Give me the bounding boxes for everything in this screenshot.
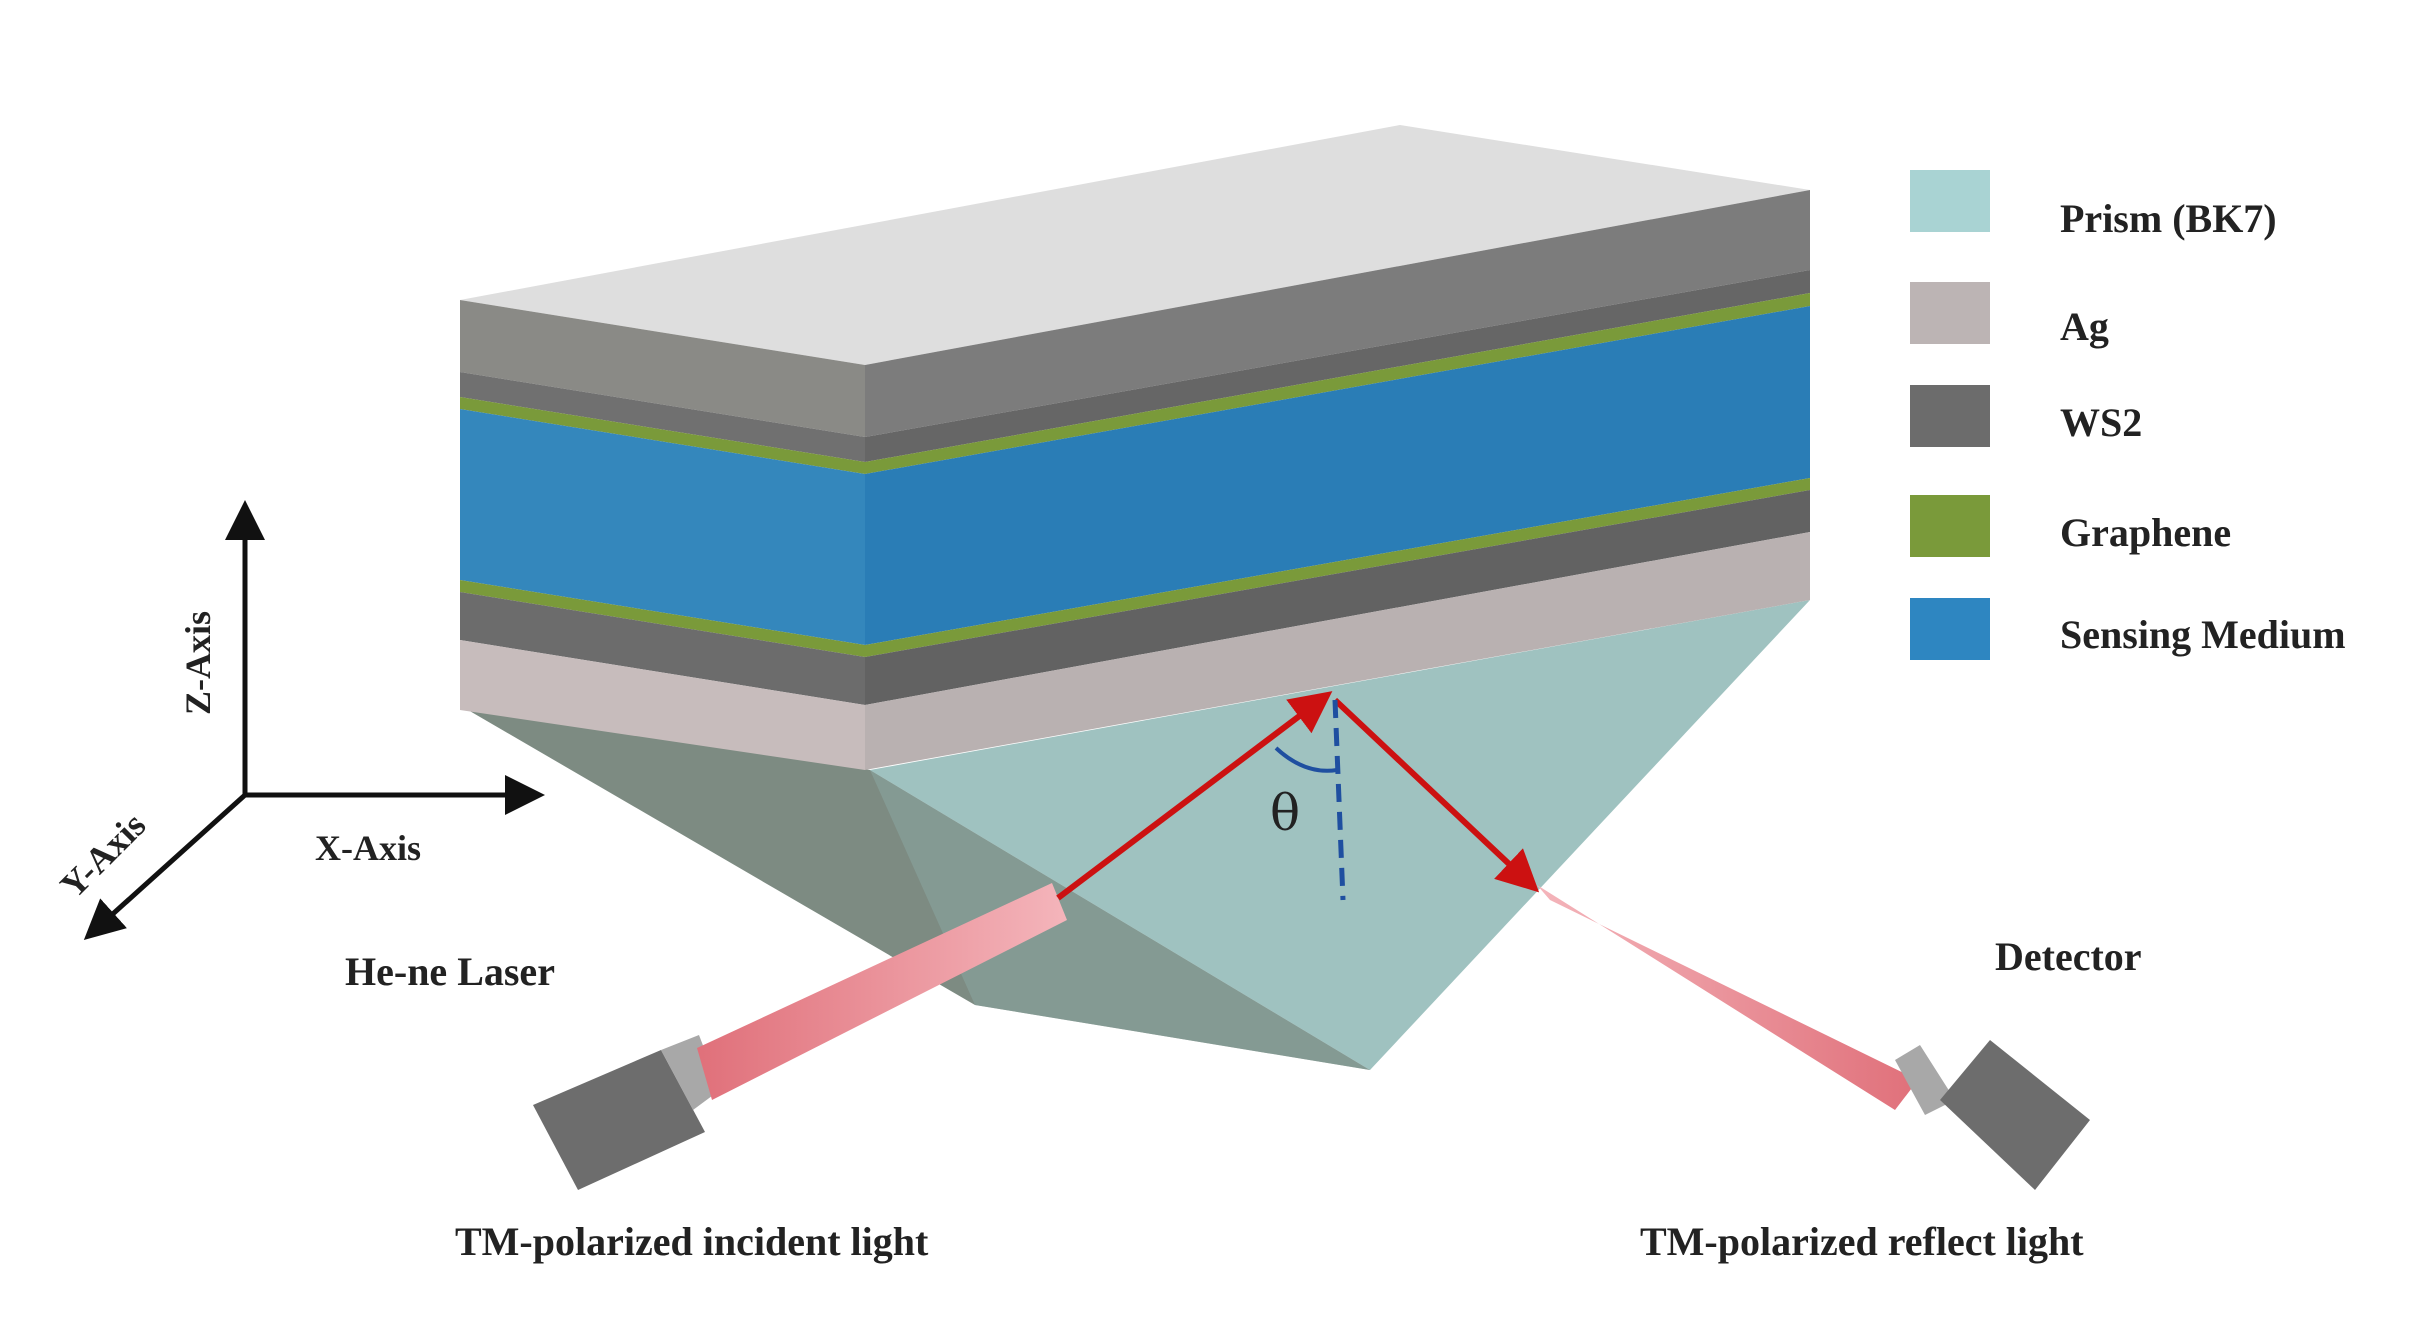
reflected-beam [1537, 885, 1918, 1110]
legend-label-sensing-medium: Sensing Medium [2060, 612, 2346, 657]
left-ws2-band [460, 372, 865, 462]
laser-body [533, 1050, 705, 1190]
normal-line [1332, 699, 1346, 901]
incident-beam [697, 883, 1067, 1100]
legend-label-graphene: Graphene [2060, 510, 2231, 555]
front-ws2-bottom [865, 490, 1810, 705]
left-graphene-bottom [460, 580, 865, 657]
front-ws2-band [865, 270, 1810, 462]
prism [468, 600, 1810, 1070]
legend-label-ws2: WS2 [2060, 400, 2142, 445]
prism-front-face [870, 600, 1810, 1070]
front-sensing-medium [865, 306, 1810, 645]
front-ws2-top [865, 190, 1810, 437]
light-path: θ [1056, 691, 1540, 901]
left-graphene-top [460, 397, 865, 474]
front-graphene-bottom [865, 478, 1810, 657]
angle-label: θ [1270, 784, 1300, 842]
detector-nozzle [1895, 1045, 1955, 1115]
coordinate-axes: Z-Axis X-Axis Y-Axis [52, 500, 545, 941]
detector-label: Detector [1995, 934, 2142, 979]
detector-device [1537, 885, 2090, 1190]
legend-swatch-ws2 [1910, 385, 1990, 447]
layer-stack [460, 125, 1810, 770]
front-graphene-top [865, 293, 1810, 474]
legend-swatch-prism [1910, 170, 1990, 232]
left-ws2-bottom [460, 592, 865, 705]
incident-ray [1056, 691, 1333, 901]
laser-label: He-ne Laser [345, 949, 555, 994]
he-ne-laser-source [533, 883, 1067, 1190]
reflect-light-caption: TM-polarized reflect light [1640, 1219, 2084, 1264]
legend-label-prism: Prism (BK7) [2060, 196, 2277, 241]
legend: Prism (BK7) Ag WS2 Graphene Sensing Medi… [1910, 170, 2346, 660]
left-sensing-medium [460, 409, 865, 645]
left-ag [460, 640, 865, 770]
detector-body [1940, 1040, 2090, 1190]
prism-shade [870, 770, 1370, 1070]
legend-label-ag: Ag [2060, 304, 2109, 349]
left-ws2-top [460, 300, 865, 437]
legend-swatch-graphene [1910, 495, 1990, 557]
z-axis-label: Z-Axis [178, 611, 218, 715]
legend-swatch-ag [1910, 282, 1990, 344]
front-ag [865, 532, 1810, 770]
y-axis-line [83, 793, 247, 941]
angle-arc [1274, 746, 1338, 773]
legend-swatch-sensing-medium [1910, 598, 1990, 660]
reflected-ray [1332, 697, 1540, 893]
stack-top-face [460, 125, 1810, 365]
x-axis-label: X-Axis [315, 828, 421, 868]
incident-light-caption: TM-polarized incident light [455, 1219, 929, 1264]
